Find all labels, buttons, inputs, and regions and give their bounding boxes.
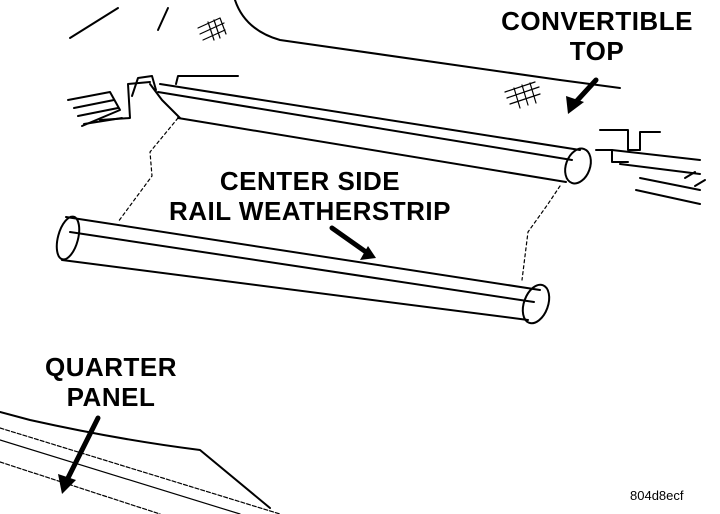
quarter-panel-outline	[0, 411, 281, 514]
label-weatherstrip-line2: RAIL WEATHERSTRIP	[169, 196, 451, 226]
left-bracket	[67, 75, 181, 127]
label-convertible-top: CONVERTIBLE TOP	[486, 6, 708, 66]
label-convertible-top-line1: CONVERTIBLE	[501, 6, 693, 36]
center-side-rail-weatherstrip-part	[55, 215, 551, 325]
arrowhead-quarter-panel	[58, 474, 76, 494]
figure-code: 804d8ecf	[630, 488, 684, 503]
label-convertible-top-line2: TOP	[569, 36, 625, 66]
right-rail	[595, 129, 706, 205]
alignment-lines	[117, 117, 561, 281]
arrowhead-weatherstrip	[360, 246, 376, 260]
fabric-texture	[197, 17, 541, 109]
convertible-top-edge	[69, 0, 621, 89]
arrow-weatherstrip	[329, 225, 369, 255]
installed-weatherstrip	[157, 75, 592, 185]
label-quarter-panel-line2: PANEL	[66, 382, 156, 412]
label-weatherstrip-line1: CENTER SIDE	[219, 166, 401, 196]
label-quarter-panel-line1: QUARTER	[44, 352, 178, 382]
arrow-quarter-panel	[65, 415, 101, 481]
label-center-side-rail-weatherstrip: CENTER SIDE RAIL WEATHERSTRIP	[160, 166, 460, 226]
label-quarter-panel: QUARTER PANEL	[26, 352, 196, 412]
arrowhead-convertible-top	[566, 96, 584, 114]
